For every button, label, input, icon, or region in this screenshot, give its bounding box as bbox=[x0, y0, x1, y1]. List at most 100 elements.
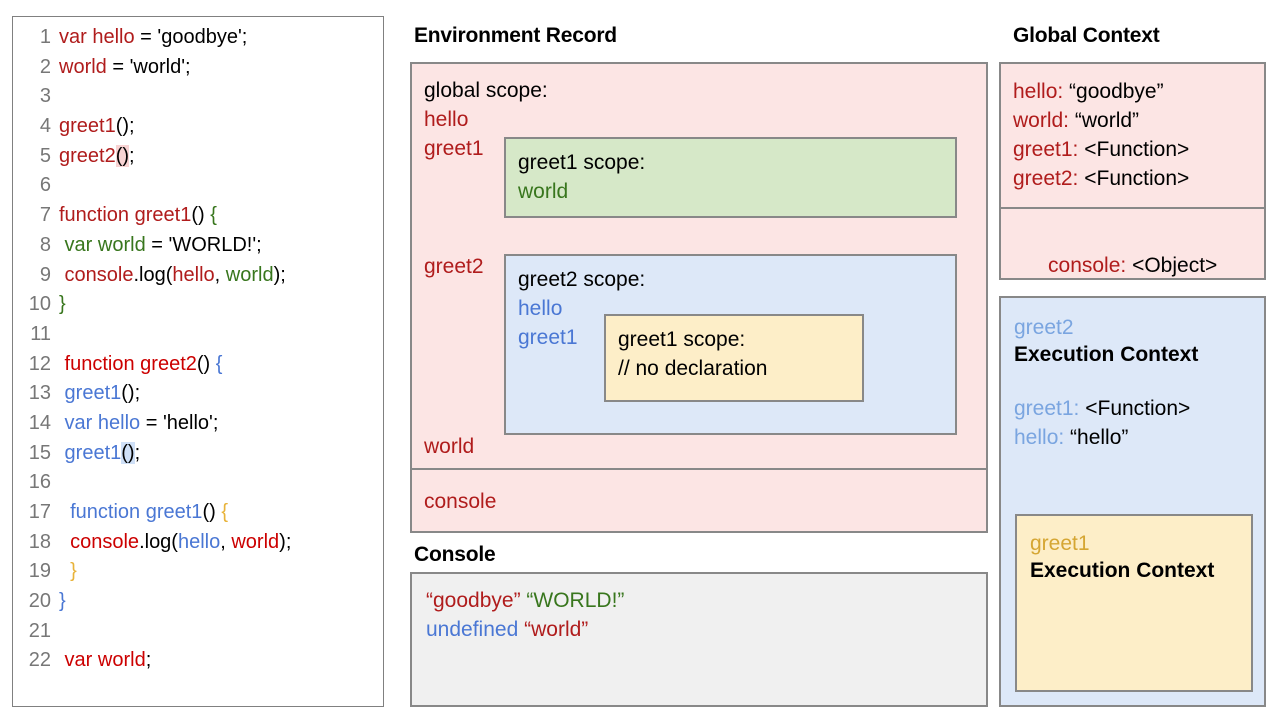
code-token: console bbox=[59, 530, 140, 553]
code-token: world bbox=[225, 263, 274, 286]
code-line: 11 bbox=[13, 320, 383, 350]
greet1-execution-context-box: greet1 Execution Context bbox=[1015, 514, 1253, 692]
code-token: greet1 bbox=[59, 441, 122, 464]
binding-value: <Object> bbox=[1126, 254, 1218, 277]
code-token: var hello bbox=[59, 411, 141, 434]
greet1-scope-heading: greet1 scope: bbox=[518, 151, 646, 174]
code-token: .log( bbox=[139, 530, 178, 553]
code-token: () bbox=[191, 204, 211, 227]
global-scope-heading: global scope: bbox=[424, 79, 548, 102]
global-scope-binding-hello: hello bbox=[424, 108, 469, 131]
console-title: Console bbox=[414, 543, 496, 566]
code-token: var world bbox=[59, 233, 146, 256]
code-token: greet2 bbox=[59, 144, 116, 167]
global-context-console-section: console: <Object> bbox=[1001, 209, 1264, 309]
global-context-binding: greet2: <Function> bbox=[1013, 164, 1264, 193]
code-token: ; bbox=[145, 649, 152, 672]
code-line: 22 var world; bbox=[13, 646, 383, 676]
line-number: 16 bbox=[28, 471, 51, 494]
line-number: 6 bbox=[39, 174, 51, 197]
code-token: console bbox=[59, 263, 134, 286]
line-number: 19 bbox=[28, 560, 51, 583]
code-token: } bbox=[59, 590, 66, 613]
greet2-execution-context-bindings: greet1: <Function>hello: “hello” bbox=[1014, 394, 1264, 452]
line-number: 21 bbox=[28, 619, 51, 642]
code-line: 17 function greet1() { bbox=[13, 498, 383, 528]
global-context-box: hello: “goodbye”world: “world”greet1: <F… bbox=[999, 62, 1266, 280]
code-token: greet1 bbox=[59, 115, 116, 138]
code-line: 3 bbox=[13, 82, 383, 112]
code-line: 4 greet1(); bbox=[13, 112, 383, 142]
global-context-title: Global Context bbox=[1013, 24, 1160, 47]
code-line: 13 greet1(); bbox=[13, 379, 383, 409]
code-line: 21 bbox=[13, 617, 383, 647]
binding-key: console: bbox=[1048, 254, 1127, 277]
global-scope-binding-greet2: greet2 bbox=[424, 255, 484, 278]
code-token: world bbox=[59, 55, 107, 78]
code-token: ; bbox=[134, 441, 141, 464]
binding-key: hello: bbox=[1013, 80, 1064, 103]
code-token: , bbox=[220, 530, 232, 553]
code-token: { bbox=[215, 352, 223, 375]
code-token: () bbox=[121, 441, 135, 464]
code-token: , bbox=[214, 263, 226, 286]
greet1-inner-scope-heading: greet1 scope: bbox=[618, 328, 746, 351]
greet2-scope-binding-greet1: greet1 bbox=[518, 326, 578, 349]
code-token: () bbox=[202, 501, 222, 523]
greet1-inner-scope-comment: // no declaration bbox=[618, 357, 768, 380]
greet2-scope-binding-hello: hello bbox=[518, 297, 563, 320]
code-token: { bbox=[221, 501, 229, 523]
console-token: undefined bbox=[426, 618, 519, 641]
code-token: (); bbox=[115, 115, 135, 138]
code-token: var world bbox=[59, 649, 146, 672]
environment-record-title: Environment Record bbox=[414, 24, 617, 47]
binding-key: greet1: bbox=[1013, 138, 1079, 161]
code-line: 6 bbox=[13, 171, 383, 201]
line-number: 3 bbox=[39, 85, 51, 108]
binding-key: hello: bbox=[1014, 426, 1065, 449]
console-lines-container: “goodbye” “WORLD!”undefined “world” bbox=[426, 586, 986, 644]
binding-key: greet1: bbox=[1014, 397, 1080, 420]
code-token: () bbox=[196, 352, 216, 375]
code-token: } bbox=[59, 560, 77, 583]
line-number: 1 bbox=[39, 26, 51, 48]
environment-record-box: global scope: hello greet1 greet2 world … bbox=[410, 62, 988, 533]
greet1-scope-box: greet1 scope: world bbox=[504, 137, 957, 218]
greet2-execution-context-binding: hello: “hello” bbox=[1014, 423, 1264, 452]
code-line: 12 function greet2() { bbox=[13, 350, 383, 380]
code-token: = 'hello'; bbox=[140, 411, 219, 434]
console-token: “WORLD!” bbox=[526, 589, 625, 612]
code-token: ); bbox=[273, 263, 286, 286]
binding-key: greet2: bbox=[1013, 167, 1079, 190]
greet1-execution-context-title: Execution Context bbox=[1030, 559, 1215, 582]
console-output-box[interactable]: “goodbye” “WORLD!”undefined “world” bbox=[410, 572, 988, 707]
line-number: 22 bbox=[28, 649, 51, 672]
code-token: ); bbox=[279, 530, 292, 553]
code-line: 18 console.log(hello, world); bbox=[13, 528, 383, 558]
binding-value: “hello” bbox=[1064, 426, 1129, 449]
binding-value: “goodbye” bbox=[1063, 80, 1164, 103]
binding-value: “world” bbox=[1069, 109, 1140, 132]
line-number: 10 bbox=[28, 293, 51, 316]
global-context-binding: greet1: <Function> bbox=[1013, 135, 1264, 164]
spacer bbox=[1014, 368, 1264, 394]
line-number: 4 bbox=[39, 115, 51, 138]
code-token: { bbox=[210, 204, 217, 227]
line-number: 12 bbox=[28, 352, 51, 375]
console-token: “goodbye” bbox=[426, 589, 521, 612]
global-context-binding-console: console: <Object> bbox=[1013, 222, 1264, 309]
greet2-execution-context-name: greet2 bbox=[1014, 316, 1074, 339]
line-number: 13 bbox=[28, 382, 51, 405]
code-token: (); bbox=[121, 382, 141, 405]
global-scope-binding-world: world bbox=[424, 435, 475, 458]
code-line: 20} bbox=[13, 587, 383, 617]
binding-value: <Function> bbox=[1078, 138, 1190, 161]
line-number: 18 bbox=[28, 530, 51, 553]
greet1-inner-scope-box: greet1 scope: // no declaration bbox=[604, 314, 864, 402]
global-scope-binding-greet1: greet1 bbox=[424, 137, 484, 160]
greet2-execution-context-box: greet2 Execution Context greet1: <Functi… bbox=[999, 296, 1266, 707]
